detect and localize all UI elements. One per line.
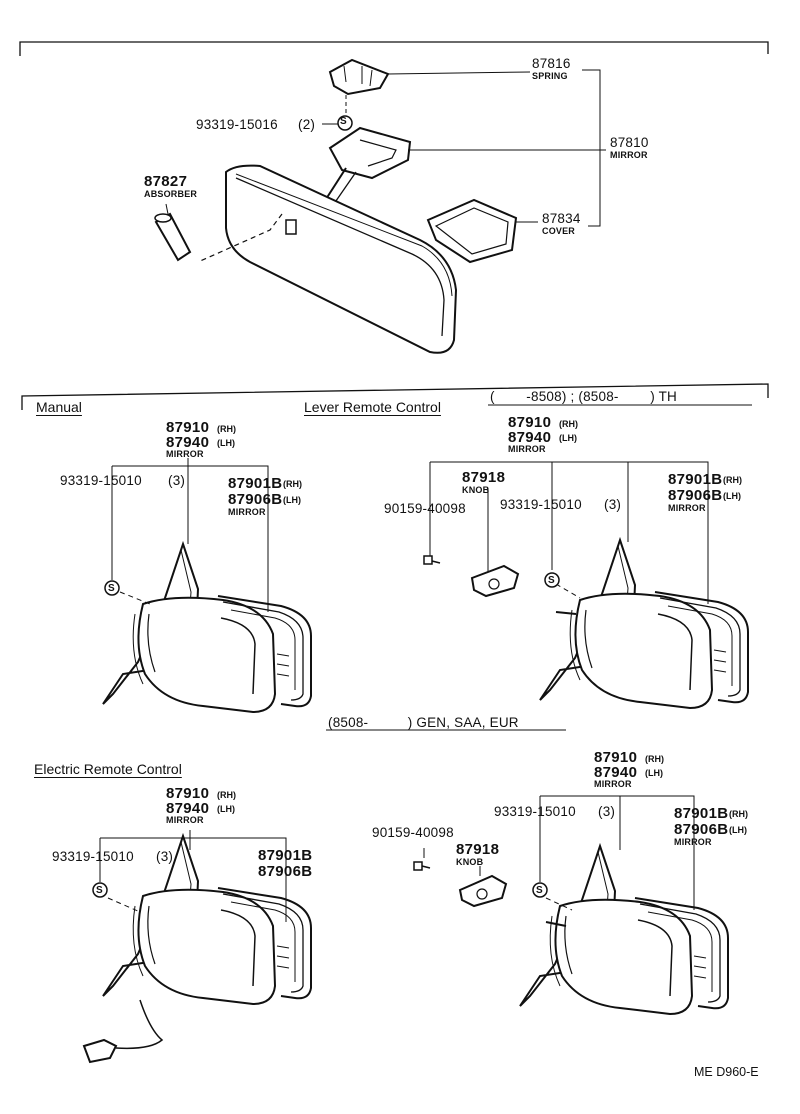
electric-glass-lh: 87906B bbox=[258, 863, 313, 880]
electric-mirror-name: MIRROR bbox=[166, 815, 204, 825]
lever-glass-lh-suffix: (LH) bbox=[723, 491, 741, 501]
gen-glass-rh-suffix: (RH) bbox=[729, 809, 748, 819]
inner-mirror-name: MIRROR bbox=[610, 150, 648, 160]
lever-mirror-rh: 87910 bbox=[508, 414, 552, 431]
cover-name: COVER bbox=[542, 226, 576, 236]
lever-lh-suffix: (LH) bbox=[559, 433, 577, 443]
spring-name: SPRING bbox=[532, 71, 568, 81]
top-screw-qty: (2) bbox=[298, 117, 316, 132]
electric-glass-rh: 87901B bbox=[258, 847, 313, 864]
gen-glass-lh: 87906B bbox=[674, 821, 729, 838]
section-electric-title: Electric Remote Control bbox=[34, 761, 182, 777]
screw-symbol-lever: S bbox=[548, 575, 555, 586]
lever-mirror-lh: 87940 bbox=[508, 429, 552, 446]
lever-screw-number: 93319-15010 bbox=[500, 497, 582, 512]
lever-glass-rh-suffix: (RH) bbox=[723, 475, 742, 485]
lever-knob-number: 87918 bbox=[462, 469, 506, 486]
absorber-part-number: 87827 bbox=[144, 173, 188, 190]
section-lever-title: Lever Remote Control bbox=[304, 399, 441, 415]
gen-screw-number: 93319-15010 bbox=[494, 804, 576, 819]
screw-symbol-gen: S bbox=[536, 885, 543, 896]
lever-glass-rh: 87901B bbox=[668, 471, 723, 488]
gen-knob-number: 87918 bbox=[456, 841, 500, 858]
absorber-name: ABSORBER bbox=[144, 189, 198, 199]
inner-mirror-part-number: 87810 bbox=[610, 135, 649, 150]
manual-screw-qty: (3) bbox=[168, 473, 186, 488]
gen-rh-suffix: (RH) bbox=[645, 754, 664, 764]
lever-rh-suffix: (RH) bbox=[559, 419, 578, 429]
diagram-code: ME D960-E bbox=[694, 1065, 759, 1079]
lever-glass-lh: 87906B bbox=[668, 487, 723, 504]
gen-mirror-name: MIRROR bbox=[594, 779, 632, 789]
gen-mirror-lh: 87940 bbox=[594, 764, 638, 781]
lever-screw-qty: (3) bbox=[604, 497, 622, 512]
gen-mirror-rh: 87910 bbox=[594, 749, 638, 766]
manual-glass-rh: 87901B bbox=[228, 475, 283, 492]
electric-mirror-rh: 87910 bbox=[166, 785, 210, 802]
manual-rh-suffix: (RH) bbox=[217, 424, 236, 434]
lever-range-th: ( -8508) ; (8508- ) TH bbox=[490, 389, 678, 404]
manual-screw-number: 93319-15010 bbox=[60, 473, 142, 488]
manual-glass-name: MIRROR bbox=[228, 507, 266, 517]
electric-lh-suffix: (LH) bbox=[217, 804, 235, 814]
electric-screw-number: 93319-15010 bbox=[52, 849, 134, 864]
manual-lh-suffix: (LH) bbox=[217, 438, 235, 448]
electric-mirror-lh: 87940 bbox=[166, 800, 210, 817]
screw-symbol-manual: S bbox=[108, 583, 115, 594]
spring-part-number: 87816 bbox=[532, 56, 571, 71]
section-manual-title: Manual bbox=[36, 399, 82, 415]
inner-mirror bbox=[154, 58, 518, 354]
gen-glass-name: MIRROR bbox=[674, 837, 712, 847]
manual-mirror-name: MIRROR bbox=[166, 449, 204, 459]
manual-mirror-lh: 87940 bbox=[166, 434, 210, 451]
manual-glass-lh: 87906B bbox=[228, 491, 283, 508]
lever-bolt-number: 90159-40098 bbox=[384, 501, 466, 516]
manual-glass-rh-suffix: (RH) bbox=[283, 479, 302, 489]
gen-lh-suffix: (LH) bbox=[645, 768, 663, 778]
manual-mirror-rh: 87910 bbox=[166, 419, 210, 436]
lever-glass-name: MIRROR bbox=[668, 503, 706, 513]
top-screw-number: 93319-15016 bbox=[196, 117, 278, 132]
lever-mirror-name: MIRROR bbox=[508, 444, 546, 454]
manual-glass-lh-suffix: (LH) bbox=[283, 495, 301, 505]
electric-screw-qty: (3) bbox=[156, 849, 174, 864]
cover-part-number: 87834 bbox=[542, 211, 581, 226]
gen-glass-rh: 87901B bbox=[674, 805, 729, 822]
electric-rh-suffix: (RH) bbox=[217, 790, 236, 800]
gen-glass-lh-suffix: (LH) bbox=[729, 825, 747, 835]
lever-knob-name: KNOB bbox=[462, 485, 490, 495]
gen-screw-qty: (3) bbox=[598, 804, 616, 819]
gen-bolt-number: 90159-40098 bbox=[372, 825, 454, 840]
gen-knob-name: KNOB bbox=[456, 857, 484, 867]
screw-symbol-electric: S bbox=[96, 885, 103, 896]
screw-symbol-top: S bbox=[340, 116, 347, 127]
lever-range-gen: (8508- ) GEN, SAA, EUR bbox=[328, 715, 519, 730]
